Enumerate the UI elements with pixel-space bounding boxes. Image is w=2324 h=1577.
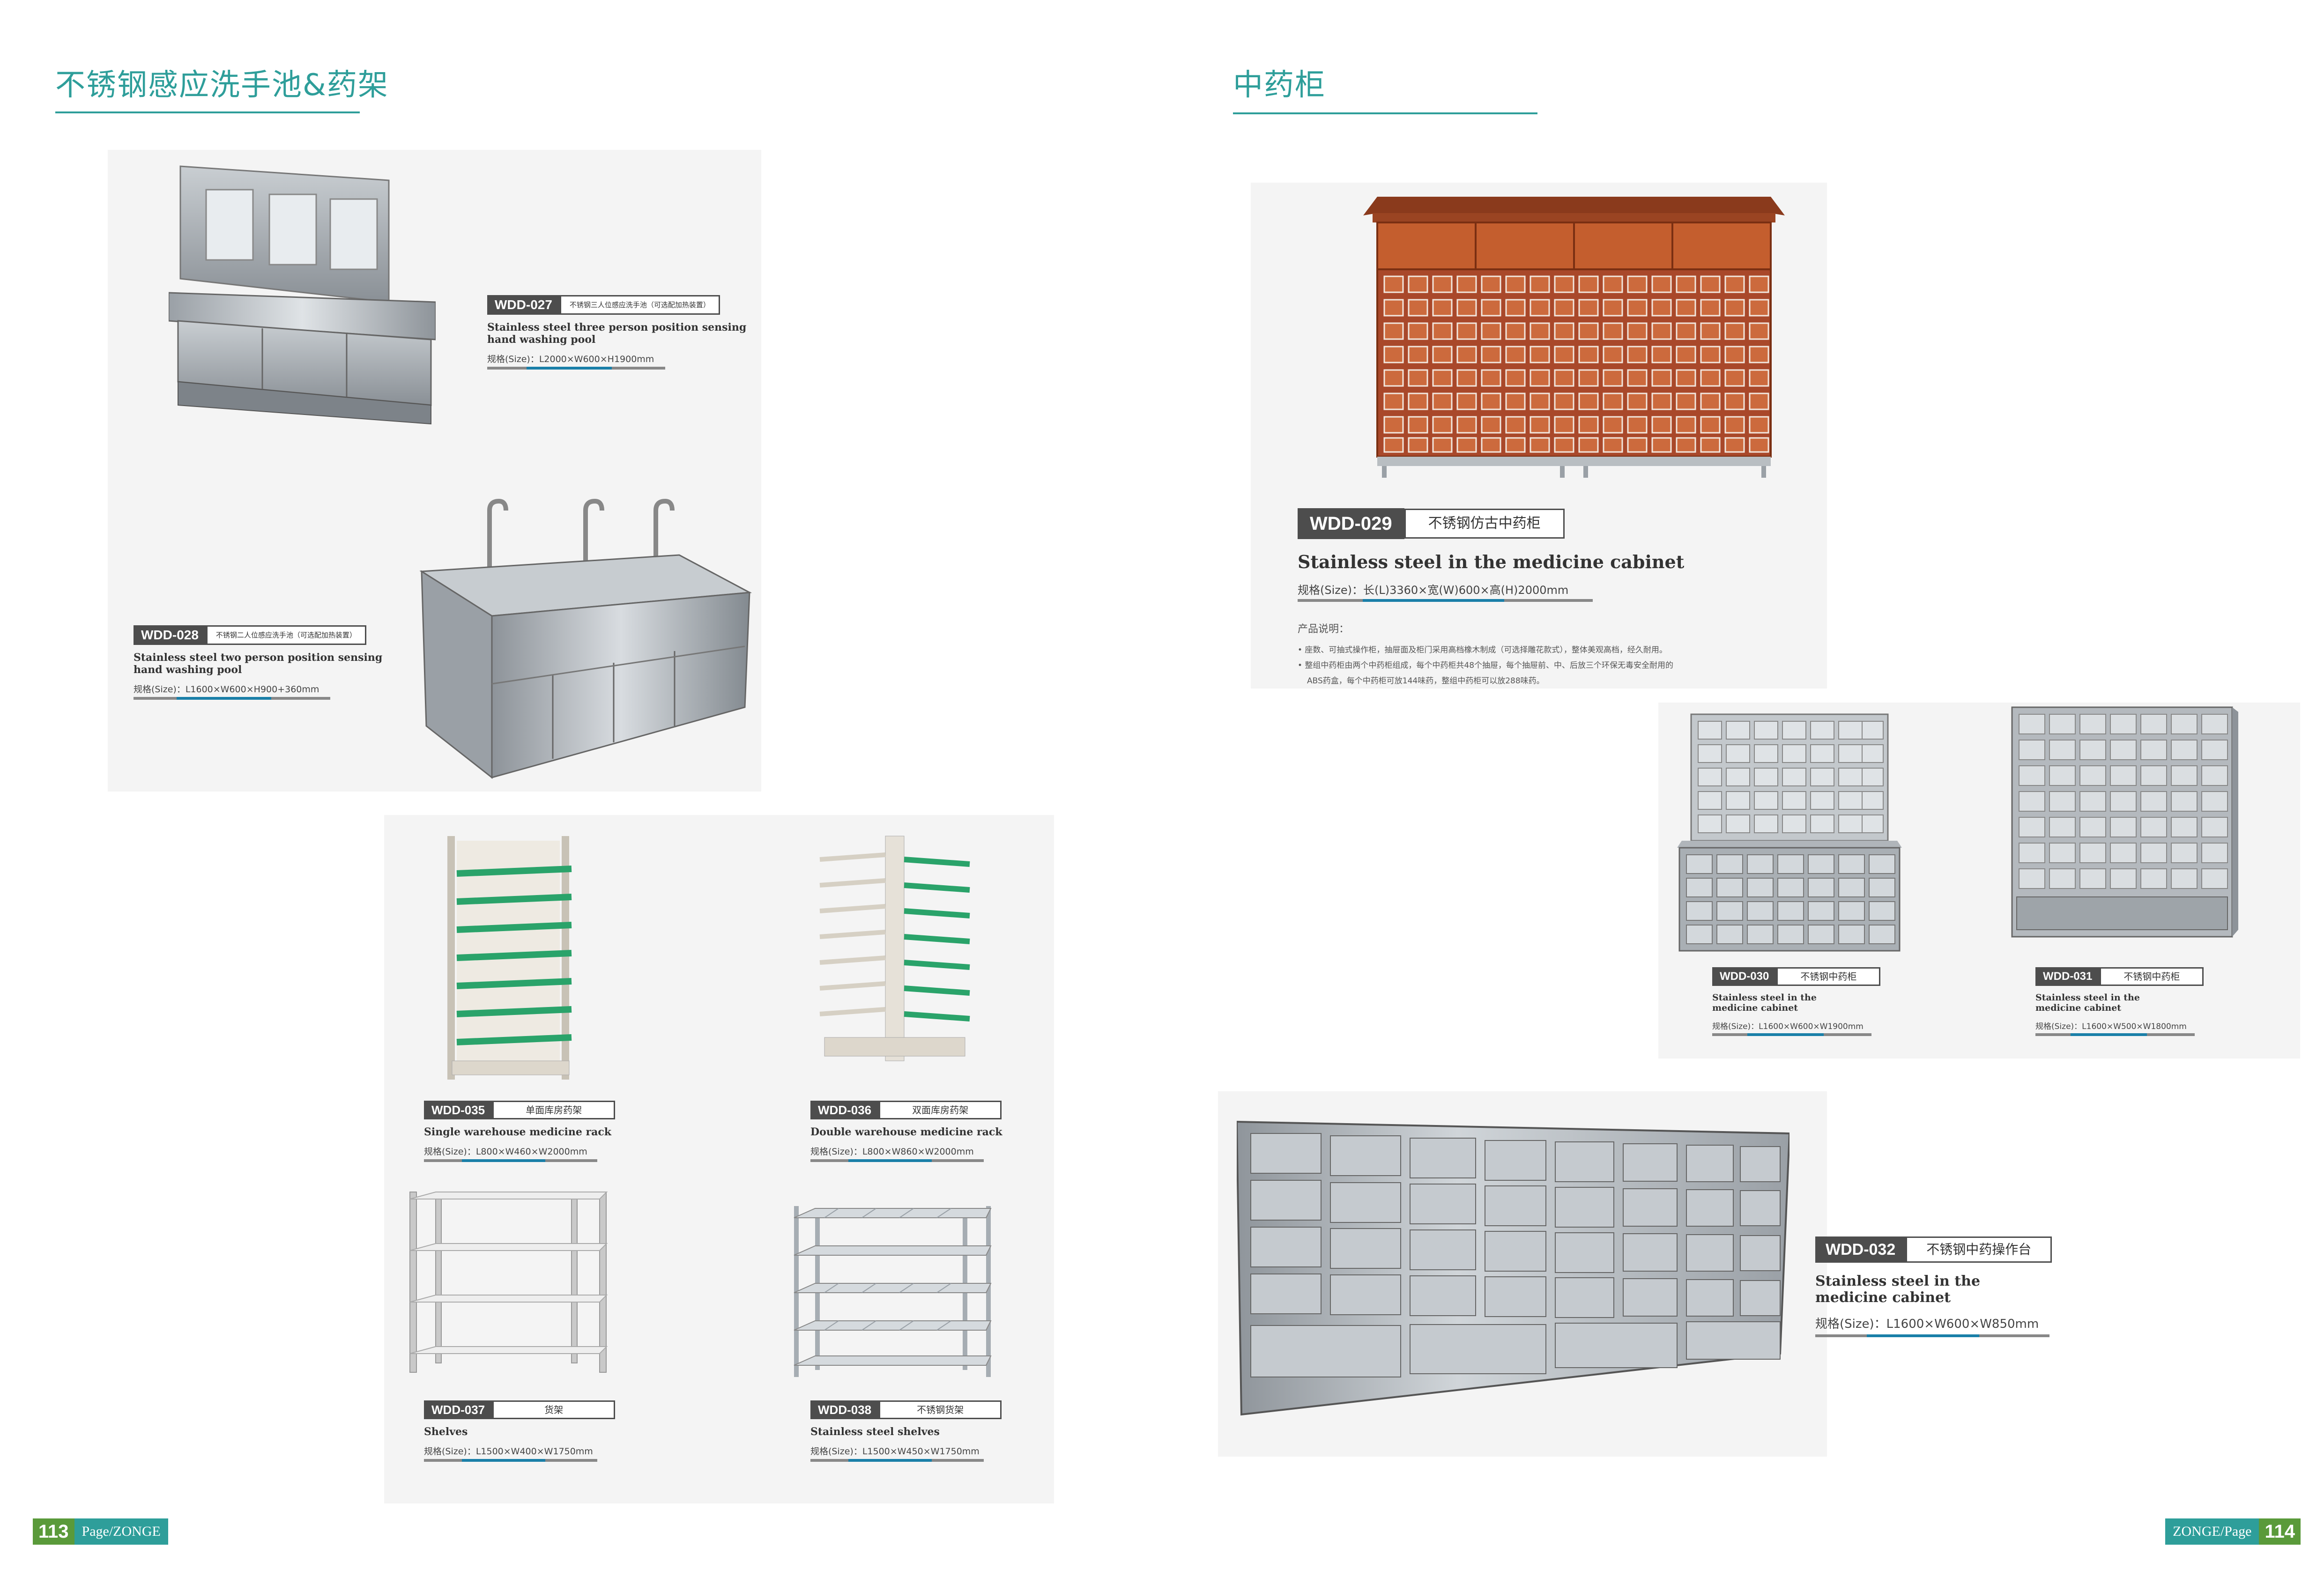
- product-name-en: Stainless steel three person position se…: [487, 321, 747, 333]
- product-size: 规格(Size)：L1600×W600×H900+360mm: [134, 684, 319, 695]
- product-name-en-2: medicine cabinet: [2035, 1003, 2122, 1013]
- product-code: WDD-027: [487, 295, 560, 315]
- right-section-title: 中药柜: [1233, 68, 1326, 103]
- product-image-wdd038: [792, 1204, 993, 1382]
- product-code: WDD-031: [2035, 967, 2100, 986]
- product-name-en: Stainless steel shelves: [810, 1426, 940, 1438]
- product-size: 规格(Size)：L1600×W500×W1800mm: [2035, 1022, 2187, 1031]
- product-name-cn: 不锈钢三人位感应洗手池（可选配加热装置）: [559, 295, 720, 315]
- product-label-wdd027: WDD-027 不锈钢三人位感应洗手池（可选配加热装置） Stainless s…: [487, 295, 746, 370]
- footer-left: 113 Page/ZONGE: [33, 1518, 168, 1545]
- product-image-wdd030: [1677, 712, 1902, 955]
- product-code: WDD-037: [424, 1400, 493, 1419]
- product-label-wdd030: WDD-030 不锈钢中药柜 Stainless steel in the me…: [1712, 967, 1881, 1036]
- product-name-en: Stainless steel in the: [2035, 992, 2140, 1003]
- size-underline: [1712, 1033, 1871, 1036]
- product-size: 规格(Size)：L800×W860×W2000mm: [810, 1147, 974, 1157]
- size-underline: [487, 367, 665, 370]
- product-image-wdd031: [2010, 705, 2239, 939]
- product-code: WDD-036: [810, 1101, 879, 1119]
- product-size: 规格(Size)：L2000×W600×H1900mm: [487, 354, 654, 364]
- size-underline: [1815, 1334, 2049, 1337]
- product-name-en: Stainless steel two person position sens…: [134, 652, 383, 664]
- product-image-wdd027: [168, 162, 437, 443]
- product-size: 规格(Size)：L1500×W450×W1750mm: [810, 1446, 980, 1457]
- product-name-cn: 单面库房药架: [492, 1101, 616, 1119]
- product-size: 规格(Size)：L1600×W600×W850mm: [1815, 1317, 2039, 1331]
- product-code: WDD-028: [134, 625, 206, 645]
- product-name-en: Stainless steel in the medicine cabinet: [1298, 551, 1685, 572]
- product-label-wdd028: WDD-028 不锈钢二人位感应洗手池（可选配加热装置） Stainless s…: [134, 625, 382, 700]
- description-line-1: • 座数、可抽式操作柜，抽屉面及柜门采用高档橡木制成（可选择雕花款式），整体美观…: [1298, 645, 1667, 655]
- product-name-en: Single warehouse medicine rack: [424, 1126, 612, 1138]
- description-line-3: ABS药盒，每个中药柜可放144味药，整组中药柜可以放288味药。: [1307, 676, 1544, 686]
- size-underline: [424, 1159, 597, 1162]
- product-name-cn: 不锈钢中药操作台: [1906, 1236, 2052, 1263]
- product-label-wdd029: WDD-029 不锈钢仿古中药柜 Stainless steel in the …: [1298, 508, 1684, 686]
- product-image-wdd035: [438, 831, 579, 1084]
- right-section-underline: [1233, 112, 1537, 114]
- product-name-en: Double warehouse medicine rack: [810, 1126, 1002, 1138]
- page-number-right: 114: [2259, 1518, 2301, 1545]
- product-size: 规格(Size)：长(L)3360×宽(W)600×高(H)2000mm: [1298, 584, 1569, 597]
- page-label-left: Page/ZONGE: [74, 1518, 168, 1545]
- left-section-underline: [55, 111, 360, 113]
- product-code: WDD-029: [1298, 508, 1404, 539]
- product-name-cn: 不锈钢中药柜: [1776, 967, 1881, 986]
- size-underline: [134, 697, 330, 700]
- size-underline: [2035, 1033, 2195, 1036]
- product-name-en-2: hand washing pool: [487, 333, 596, 346]
- product-label-wdd031: WDD-031 不锈钢中药柜 Stainless steel in the me…: [2035, 967, 2204, 1036]
- product-name-cn: 货架: [492, 1400, 616, 1419]
- product-image-wdd036: [815, 831, 974, 1066]
- product-label-wdd038: WDD-038 不锈钢货架 Stainless steel shelves 规格…: [810, 1400, 1002, 1462]
- product-name-en-2: medicine cabinet: [1712, 1003, 1798, 1013]
- size-underline: [810, 1459, 984, 1462]
- product-label-wdd036: WDD-036 双面库房药架 Double warehouse medicine…: [810, 1101, 1002, 1162]
- size-underline: [810, 1159, 984, 1162]
- page-label-right: ZONGE/Page: [2165, 1518, 2259, 1545]
- product-name-cn: 双面库房药架: [879, 1101, 1002, 1119]
- product-size: 规格(Size)：L1600×W600×W1900mm: [1712, 1022, 1864, 1031]
- page-number-left: 113: [33, 1518, 74, 1545]
- product-name-en: Stainless steel in the: [1815, 1273, 1981, 1289]
- product-name-cn: 不锈钢货架: [879, 1400, 1002, 1419]
- product-name-cn: 不锈钢仿古中药柜: [1404, 509, 1565, 539]
- product-label-wdd032: WDD-032 不锈钢中药操作台 Stainless steel in the …: [1815, 1236, 2052, 1337]
- product-size: 规格(Size)：L1500×W400×W1750mm: [424, 1446, 593, 1457]
- size-underline: [424, 1459, 597, 1462]
- footer-right: ZONGE/Page 114: [2165, 1518, 2301, 1545]
- product-name-en-2: medicine cabinet: [1815, 1289, 1951, 1306]
- product-code: WDD-032: [1815, 1236, 1906, 1263]
- product-name-en: Stainless steel in the: [1712, 992, 1817, 1003]
- product-code: WDD-030: [1712, 967, 1777, 986]
- product-code: WDD-035: [424, 1101, 493, 1119]
- product-name-cn: 不锈钢二人位感应洗手池（可选配加热装置）: [206, 625, 366, 645]
- product-name-en: Shelves: [424, 1426, 468, 1438]
- product-image-wdd037: [408, 1190, 609, 1377]
- description-title: 产品说明：: [1298, 623, 1350, 635]
- description-line-2: • 整组中药柜由两个中药柜组成，每个中药柜共48个抽屉，每个抽屉前、中、后放三个…: [1298, 661, 1674, 670]
- product-size: 规格(Size)：L800×W460×W2000mm: [424, 1147, 587, 1157]
- product-name-cn: 不锈钢中药柜: [2100, 967, 2204, 986]
- product-image-wdd032: [1235, 1115, 1791, 1424]
- left-section-title: 不锈钢感应洗手池&药架: [55, 68, 389, 103]
- product-label-wdd035: WDD-035 单面库房药架 Single warehouse medicine…: [424, 1101, 616, 1162]
- size-underline: [1298, 599, 1593, 602]
- product-name-en-2: hand washing pool: [134, 664, 242, 676]
- product-code: WDD-038: [810, 1400, 879, 1419]
- product-label-wdd037: WDD-037 货架 Shelves 规格(Size)：L1500×W400×W…: [424, 1400, 616, 1462]
- product-image-wdd028: [412, 496, 754, 782]
- product-image-wdd029: [1363, 187, 1785, 482]
